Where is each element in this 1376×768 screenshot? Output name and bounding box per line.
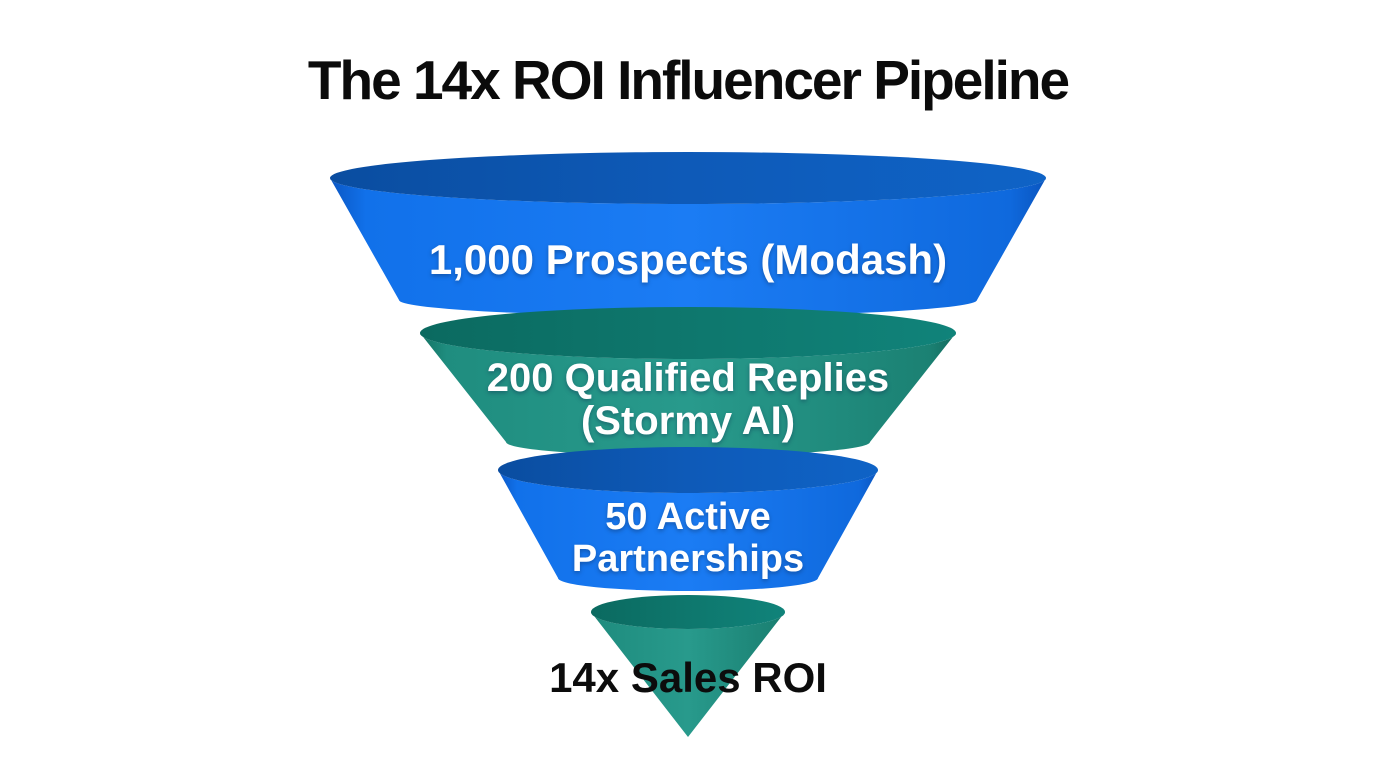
funnel-stage-roi-label: 14x Sales ROI: [549, 654, 827, 701]
funnel-stage-prospects-top-ellipse: [330, 152, 1046, 204]
funnel-stage-replies-label-line1: 200 Qualified Replies: [487, 356, 889, 400]
funnel-stage-roi-cone: [591, 612, 785, 737]
funnel-stage-replies-top-ellipse: [420, 307, 956, 359]
funnel-stage-prospects-label: 1,000 Prospects (Modash): [429, 236, 947, 283]
funnel-stage-prospects-body: [330, 178, 1046, 316]
funnel-stage-roi-top-ellipse: [591, 595, 785, 629]
funnel-stage-partnerships-top-ellipse: [498, 447, 878, 493]
chart-title: The 14x ROI Influencer Pipeline: [307, 49, 1070, 111]
funnel-stage-replies-label-line2: (Stormy AI): [581, 399, 795, 443]
funnel-stage-replies-body: [420, 333, 956, 456]
funnel-stage-partnerships-label-line1: 50 Active: [605, 496, 770, 538]
funnel-stage-partnerships-body: [498, 470, 878, 591]
funnel-stage-partnerships-label-line2: Partnerships: [572, 538, 804, 580]
